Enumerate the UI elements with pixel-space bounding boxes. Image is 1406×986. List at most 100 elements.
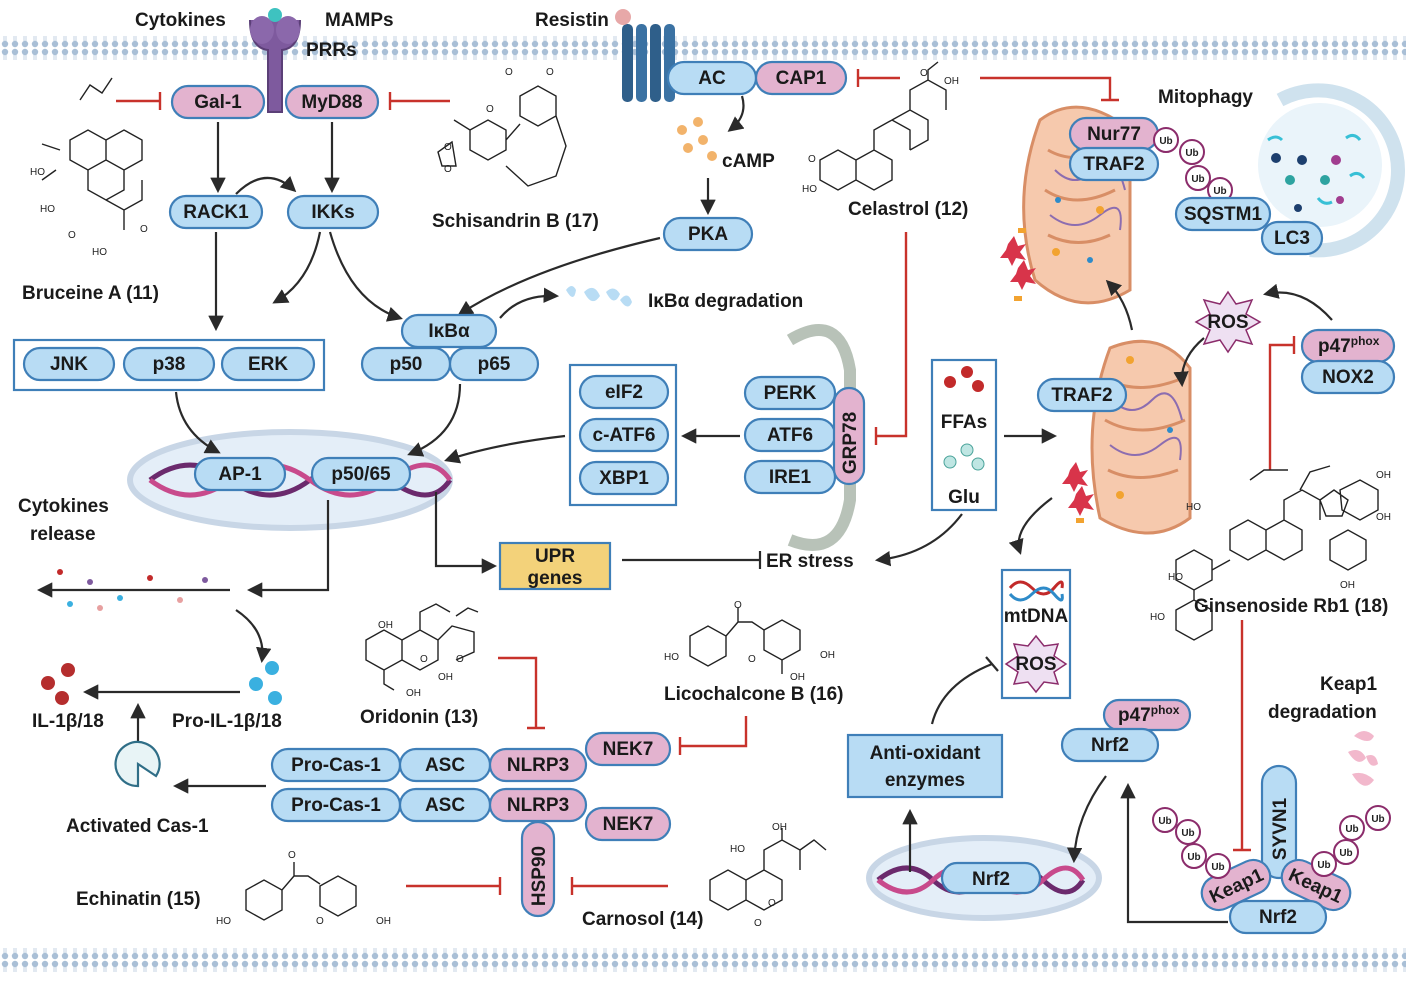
nlrp3-a-label: NLRP3 (507, 755, 569, 776)
svg-text:OH: OH (438, 672, 453, 683)
mapk-box (12, 338, 326, 392)
ikba-degradation-label: IκBα degradation (648, 291, 803, 312)
p47phox-low-label: p47phox (1118, 703, 1180, 726)
pka-to-ikba-arrow (457, 236, 661, 316)
mapk-to-ap1-arrow (174, 391, 221, 454)
svg-text:HO: HO (216, 916, 231, 927)
il1b-molecules-icon (41, 663, 75, 705)
ire1-label: IRE1 (769, 467, 812, 488)
asc-a-label: ASC (425, 755, 465, 776)
ffas-label: FFAs (941, 412, 987, 433)
svg-text:O: O (316, 916, 324, 927)
hsp90-label: HSP90 (529, 846, 550, 906)
ikba-label: IκBα (428, 321, 470, 342)
p38-label: p38 (153, 354, 186, 375)
ikks-node (286, 194, 380, 230)
ikba-node (400, 313, 498, 349)
svg-text:O: O (505, 67, 513, 78)
nek7-a-label: NEK7 (603, 739, 654, 760)
perk-label: PERK (764, 383, 817, 404)
svg-text:O: O (920, 68, 928, 79)
grp78-node (832, 386, 866, 486)
keap1-fragments-icon (1348, 731, 1378, 786)
rack1-to-ikks-arrow (235, 175, 297, 195)
licochalcone-inhibit-line (680, 716, 748, 748)
camp-molecules-icon (677, 117, 717, 161)
hsp90-node (520, 820, 556, 918)
antioxidant-box (846, 733, 1004, 799)
svg-text:HO: HO (1186, 502, 1201, 513)
ginsenoside-label: Ginsenoside Rb1 (18) (1194, 596, 1388, 617)
degraded-fragments-icon (566, 286, 632, 307)
svg-text:O: O (444, 164, 452, 175)
schisandrin-label: Schisandrin B (17) (432, 211, 599, 232)
ubiquitin-chain-left (1152, 807, 1231, 879)
nutrient-box (930, 358, 998, 512)
p50-label: p50 (390, 354, 423, 375)
nek7-b-node (584, 806, 672, 842)
procas1-b-label: Pro-Cas-1 (291, 795, 381, 816)
svg-text:HO: HO (730, 844, 745, 855)
svg-text:OH: OH (378, 620, 393, 631)
prr-receptor-icon (249, 8, 301, 113)
svg-text:O: O (420, 654, 428, 665)
released-cytokines-icon (57, 569, 208, 611)
p5065-label: p50/65 (331, 464, 391, 485)
nlrp3-b-label: NLRP3 (507, 795, 569, 816)
antioxidant-label-2: enzymes (885, 770, 965, 791)
ap1-label: AP-1 (218, 464, 262, 485)
keap1-degradation-label-2: degradation (1268, 702, 1377, 723)
ub-label-12: Ub (1317, 860, 1330, 871)
svg-text:HO: HO (1168, 572, 1183, 583)
mito-to-mitophagy-arrow (1105, 279, 1134, 331)
nox2-node (1300, 359, 1396, 395)
ub-label-9: Ub (1371, 814, 1384, 825)
upr-to-nucleus-arrow (444, 434, 566, 464)
il1b18-label: IL-1β/18 (32, 711, 104, 732)
release-to-proil-arrow (235, 609, 272, 664)
sqstm1-node (1174, 196, 1272, 232)
svg-text:O: O (456, 654, 464, 665)
ros-to-mito-arrow (1173, 337, 1205, 388)
celastrol-label: Celastrol (12) (848, 199, 968, 220)
pro-il1b-molecules-icon (249, 661, 282, 705)
nox2-label: NOX2 (1322, 367, 1374, 388)
svg-text:OH: OH (376, 916, 391, 927)
ub-label-4: Ub (1213, 186, 1226, 197)
ros-top-label: ROS (1207, 312, 1248, 333)
gal1-label: Gal-1 (194, 92, 242, 113)
glucose-molecules-icon (943, 443, 985, 471)
traf2-mid-label: TRAF2 (1051, 385, 1112, 406)
svg-text:HO: HO (802, 184, 817, 195)
resistin-receptor-icon (615, 9, 675, 102)
keap1-degradation-label-1: Keap1 (1320, 674, 1377, 695)
upr-genes-label-2: genes (528, 568, 583, 589)
nox-to-ros-arrow (1262, 283, 1333, 321)
catf6-label: c-ATF6 (593, 425, 656, 446)
oridonin-label: Oridonin (13) (360, 707, 478, 728)
nek7-a-node (584, 731, 672, 767)
xbp1-node (578, 460, 670, 496)
ub-label-1: Ub (1159, 136, 1172, 147)
bruceine-label: Bruceine A (11) (22, 283, 159, 304)
svg-text:OH: OH (1376, 470, 1391, 481)
celastrol-grp78-inhibit-line (876, 232, 908, 438)
resistin-label: Resistin (535, 10, 609, 31)
svg-text:O: O (546, 67, 554, 78)
p65-label: p65 (478, 354, 511, 375)
grp78-label: GRP78 (840, 412, 861, 474)
svg-text:OH: OH (1376, 512, 1391, 523)
erk-node (220, 346, 316, 382)
antioxidant-inhibit-bar (985, 656, 999, 672)
er-stress-label: ER stress (766, 551, 854, 572)
svg-text:HO: HO (1150, 612, 1165, 623)
carnosol-label: Carnosol (14) (582, 909, 703, 930)
mito-to-mtdna-arrow (1008, 497, 1053, 555)
ub-label-7: Ub (1187, 852, 1200, 863)
